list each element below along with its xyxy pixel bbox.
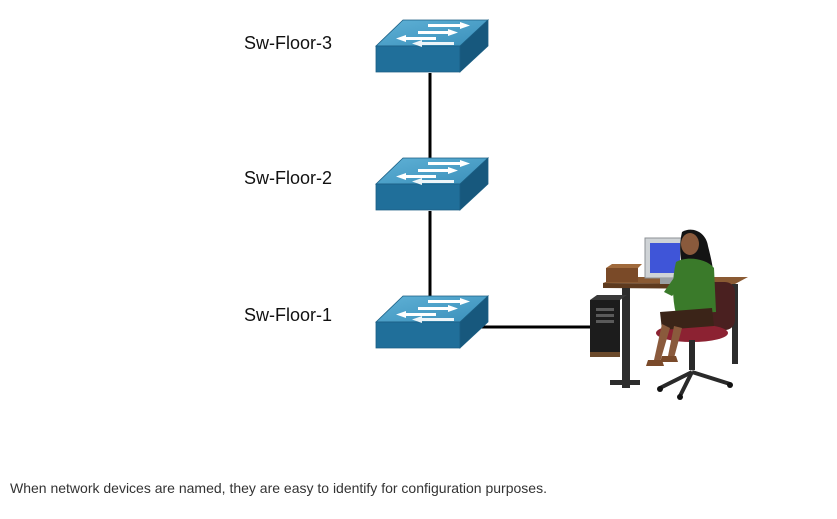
user-at-workstation-icon (590, 229, 748, 400)
switch-icon (375, 157, 489, 211)
switch-floor-1: Sw-Floor-1 (244, 295, 489, 349)
caption-text: When network devices are named, they are… (10, 480, 547, 496)
switch-floor-2: Sw-Floor-2 (244, 157, 489, 211)
switch-label: Sw-Floor-1 (244, 305, 332, 325)
switch-floor-3: Sw-Floor-3 (244, 19, 489, 73)
switch-label: Sw-Floor-2 (244, 168, 332, 188)
switch-icon (375, 295, 489, 349)
switch-label: Sw-Floor-3 (244, 33, 332, 53)
switch-icon (375, 19, 489, 73)
